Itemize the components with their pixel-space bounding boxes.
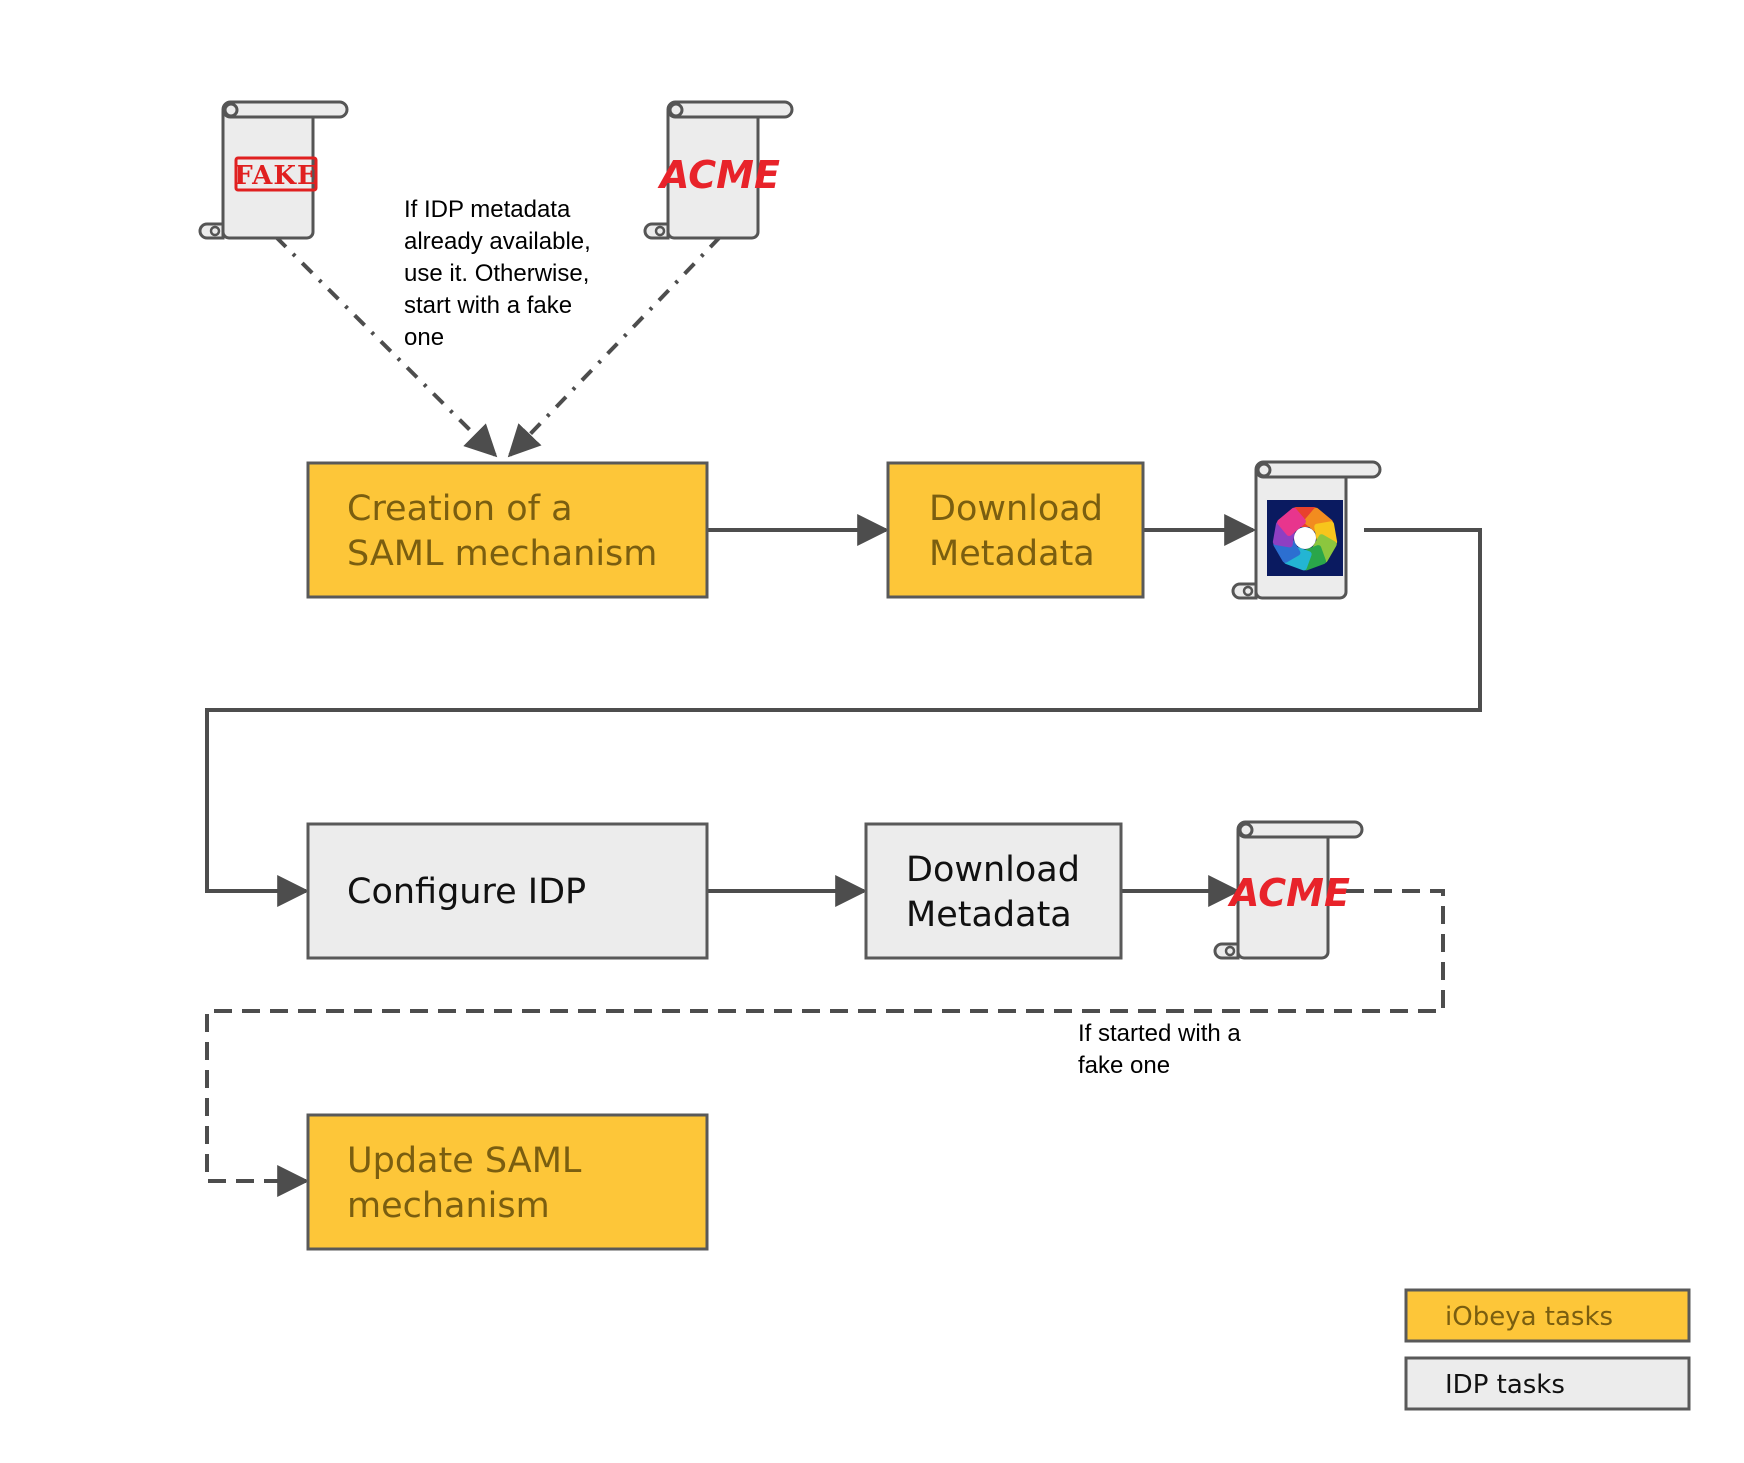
connector-acme-to-creation	[507, 235, 722, 458]
note-metadata-choice-line-5: one	[404, 324, 444, 351]
box-creation-saml-line-1: Creation of a	[347, 489, 573, 529]
note-metadata-choice-line-3: use it. Otherwise,	[404, 260, 589, 287]
box-creation-saml-line-2: SAML mechanism	[347, 534, 657, 574]
box-update-saml: Update SAML mechanism	[306, 1113, 709, 1251]
legend-iobeya-label: iObeya tasks	[1445, 1302, 1613, 1332]
box-download-metadata-iobeya-line-2: Metadata	[929, 534, 1095, 574]
acme-idp-metadata-document-icon: ACME	[1213, 820, 1364, 960]
iobeya-flower-logo-icon	[1267, 500, 1343, 576]
note-started-fake: If started with a fake one	[1078, 1020, 1241, 1079]
box-configure-idp: Configure IDP	[306, 822, 709, 960]
legend-item-iobeya: iObeya tasks	[1404, 1288, 1691, 1343]
box-update-saml-line-1: Update SAML	[347, 1141, 582, 1181]
legend: iObeya tasks IDP tasks	[1404, 1288, 1691, 1411]
connector-acme-doc-to-update-saml	[205, 889, 1445, 1197]
note-metadata-choice-line-4: start with a fake	[404, 292, 572, 319]
fake-doc-logo: FAKE	[234, 161, 318, 191]
box-download-metadata-idp-line-2: Metadata	[906, 895, 1072, 935]
box-download-metadata-idp: Download Metadata	[864, 822, 1123, 960]
note-metadata-choice-line-2: already available,	[404, 228, 591, 255]
box-download-metadata-iobeya-line-1: Download	[929, 489, 1103, 529]
acme-doc-bottom-logo: ACME	[1227, 871, 1350, 915]
iobeya-metadata-document-icon	[1231, 460, 1382, 600]
box-configure-idp-line-1: Configure IDP	[347, 872, 586, 912]
connector-iobeya-doc-to-configure-idp	[205, 528, 1482, 907]
legend-item-idp: IDP tasks	[1404, 1356, 1691, 1411]
box-download-metadata-idp-line-1: Download	[906, 850, 1080, 890]
fake-metadata-document-icon: FAKE	[198, 100, 349, 240]
note-metadata-choice-line-1: If IDP metadata	[404, 196, 571, 223]
box-update-saml-line-2: mechanism	[347, 1186, 550, 1226]
box-download-metadata-iobeya: Download Metadata	[886, 461, 1145, 599]
connector-fake-to-creation	[274, 235, 498, 458]
note-metadata-choice: If IDP metadata already available, use i…	[404, 196, 591, 351]
acme-doc-top-logo: ACME	[657, 153, 780, 197]
legend-idp-label: IDP tasks	[1445, 1370, 1565, 1400]
note-started-fake-line-2: fake one	[1078, 1052, 1170, 1079]
note-started-fake-line-1: If started with a	[1078, 1020, 1241, 1047]
box-creation-saml: Creation of a SAML mechanism	[306, 461, 709, 599]
acme-metadata-document-icon: ACME	[643, 100, 794, 240]
